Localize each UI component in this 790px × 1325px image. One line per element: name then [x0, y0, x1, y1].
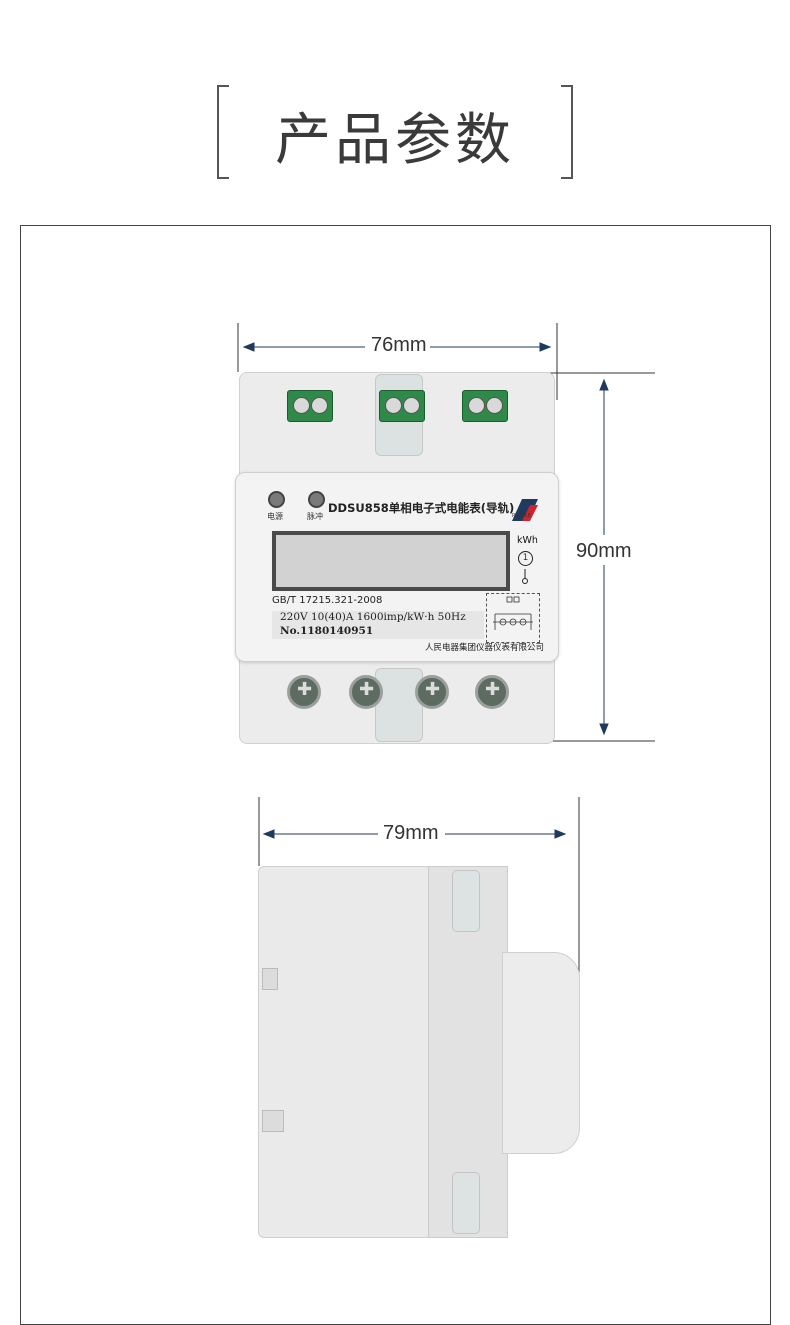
pulse-led — [308, 491, 325, 508]
pulse-led-label: 脉冲 — [307, 512, 323, 521]
title-bracket-right — [561, 85, 573, 179]
depth-dimension-label: 79mm — [380, 822, 442, 845]
title-bracket-left — [217, 85, 229, 179]
height-dimension-label: 90mm — [573, 540, 635, 563]
side-body — [258, 866, 440, 1238]
standard-text: GB/T 17215.321-2008 — [272, 595, 383, 606]
spec-plate — [272, 611, 484, 639]
power-led-label: 电源 — [267, 512, 283, 521]
terminal-block-center — [379, 390, 425, 422]
spec-line: 220V 10(40)A 1600imp/kW·h 50Hz — [280, 611, 466, 623]
page-title: 产品参数 — [275, 108, 515, 173]
manufacturer-text: 人民电器集团仪器仪表有限公司 — [424, 643, 544, 653]
accuracy-class-mark: 1 — [518, 551, 533, 566]
bottom-terminal-screw-3 — [415, 675, 449, 709]
rail-latch-top — [262, 968, 278, 990]
meter-front-view: 电源 脉冲 DDSU858单相电子式电能表(导轨) PEOPLE kWh 1 G… — [235, 372, 559, 744]
side-cover-bulge — [502, 952, 580, 1154]
people-logo-icon — [512, 499, 538, 521]
bottom-terminal-screw-4 — [475, 675, 509, 709]
meter-faceplate: 电源 脉冲 DDSU858单相电子式电能表(导轨) PEOPLE kWh 1 G… — [235, 472, 559, 662]
lcd-display — [272, 531, 510, 591]
ground-symbol-icon — [522, 569, 528, 584]
rail-latch-bottom — [262, 1110, 284, 1132]
terminal-block-left — [287, 390, 333, 422]
wiring-diagram-icon — [486, 593, 540, 643]
side-top-clip — [452, 870, 480, 932]
side-bottom-clip — [452, 1172, 480, 1234]
unit-label: kWh — [517, 535, 538, 546]
power-led — [268, 491, 285, 508]
bottom-terminal-screw-2 — [349, 675, 383, 709]
meter-side-view — [258, 866, 583, 1241]
bottom-rail-clip — [375, 668, 423, 742]
meter-model-text: DDSU858单相电子式电能表(导轨) — [328, 501, 515, 515]
width-dimension-label: 76mm — [368, 334, 430, 357]
terminal-block-right — [462, 390, 508, 422]
logo-text: PEOPLE — [512, 513, 532, 519]
serial-number: No.1180140951 — [280, 625, 374, 637]
bottom-terminal-screw-1 — [287, 675, 321, 709]
